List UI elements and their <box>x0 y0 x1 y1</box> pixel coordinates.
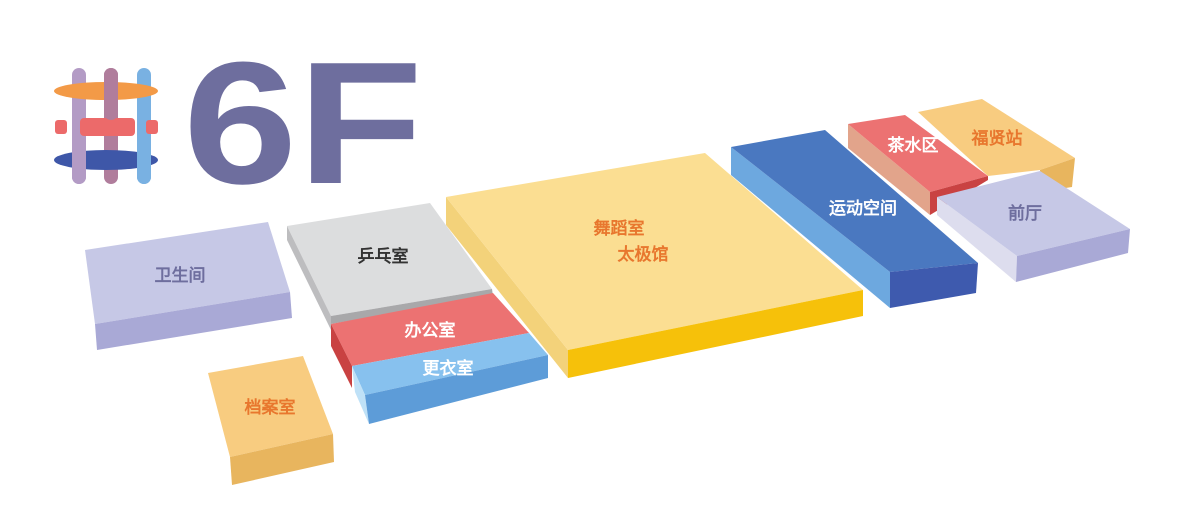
room-locker-label: 更衣室 <box>423 358 474 379</box>
logo-icon <box>54 68 158 184</box>
room-archive-label: 档案室 <box>245 397 296 418</box>
room-tea-label: 茶水区 <box>888 135 939 156</box>
room-dance[interactable]: 舞蹈室 太极馆 <box>446 153 863 378</box>
room-archive-side <box>230 434 334 485</box>
room-office[interactable]: 办公室 <box>331 293 529 388</box>
room-restroom-top <box>85 222 290 324</box>
room-dance-side <box>446 197 568 378</box>
room-locker-top <box>352 333 548 395</box>
room-tea-top <box>848 115 988 192</box>
room-tea-side <box>848 124 930 215</box>
room-dance-label: 舞蹈室 <box>594 218 645 239</box>
room-pingpong-top <box>287 203 492 316</box>
room-dance-front <box>568 290 863 378</box>
room-lobby[interactable]: 前厅 <box>937 171 1130 282</box>
room-office-top <box>331 293 529 366</box>
room-office-side <box>331 324 352 388</box>
room-dance-top <box>446 153 863 350</box>
room-archive-top <box>208 356 333 457</box>
room-fuxian-label: 福贤站 <box>971 128 1023 149</box>
room-restroom-side <box>95 292 292 350</box>
room-lobby-front <box>1016 229 1130 282</box>
room-fuxian-top <box>918 99 1075 176</box>
room-lobby-top <box>937 171 1130 256</box>
room-restroom[interactable]: 卫生间 <box>85 222 292 350</box>
room-lobby-side <box>937 197 1017 282</box>
room-archive[interactable]: 档案室 <box>208 356 334 485</box>
room-locker-front <box>365 355 548 424</box>
room-sports-top <box>731 130 978 272</box>
room-pingpong-front <box>331 289 493 324</box>
room-office-label: 办公室 <box>405 320 456 341</box>
room-sports-front <box>890 263 978 308</box>
room-sports[interactable]: 运动空间 <box>731 130 978 308</box>
room-sports-label: 运动空间 <box>829 198 897 219</box>
room-sports-side <box>731 147 890 308</box>
room-pingpong-label: 乒乓室 <box>358 246 409 267</box>
room-locker[interactable]: 更衣室 <box>352 333 548 424</box>
room-lobby-label: 前厅 <box>1008 203 1042 224</box>
room-pingpong-side <box>287 226 331 330</box>
room-dance-label2: 太极馆 <box>618 244 669 265</box>
room-restroom-label: 卫生间 <box>155 265 206 286</box>
room-pingpong[interactable]: 乒乓室 <box>287 203 493 330</box>
floor-label: 6F <box>183 25 423 220</box>
room-locker-side <box>352 366 369 424</box>
